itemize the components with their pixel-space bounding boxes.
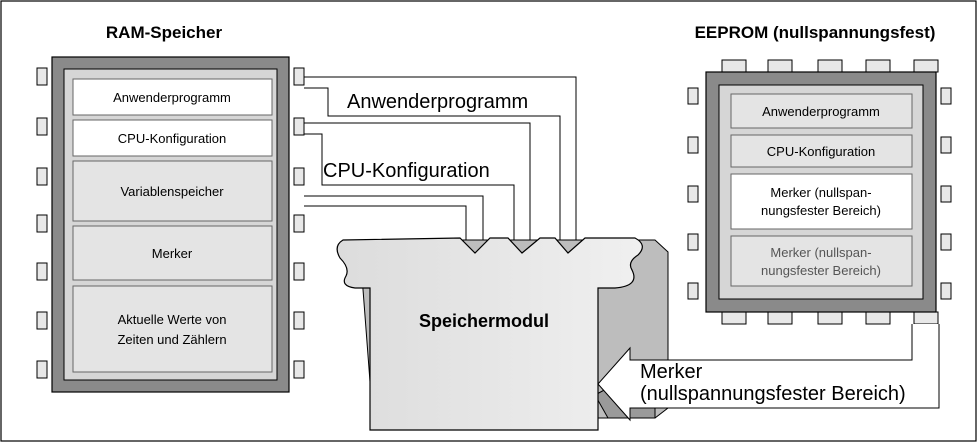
- ram-block-variablenspeicher: [72, 160, 273, 222]
- arrow-label-cpu-konfiguration: CPU-Konfiguration: [323, 160, 490, 182]
- ram-block-anwenderprogramm-label: Anwenderprogramm: [113, 90, 231, 105]
- ram-block-merker-label: Merker: [152, 246, 193, 261]
- eeprom-block-cpu-konfiguration-label: CPU-Konfiguration: [767, 144, 875, 159]
- ram-block-cpu-konfiguration: [72, 119, 273, 157]
- eeprom-right-pins: [940, 87, 952, 300]
- ram-left-pins: [36, 67, 48, 379]
- eeprom-title: EEPROM (nullspannungsfest): [695, 23, 936, 42]
- eeprom-block-cpu-konfiguration: [730, 134, 913, 168]
- eeprom-left-pins: [687, 87, 699, 300]
- merker-arrow-label-line1: Merker: [640, 361, 703, 383]
- ram-block-cpu-konfiguration-label: CPU-Konfiguration: [118, 131, 226, 146]
- eeprom-top-pins: [721, 59, 939, 73]
- eeprom-block-merker-1-line1: Merker (nullspan-: [770, 185, 871, 200]
- transfer-lines: [304, 76, 577, 245]
- speichermodul-label: Speichermodul: [419, 311, 549, 331]
- ram-right-pins: [293, 67, 305, 379]
- eeprom-block-merker-2-line2: nungsfester Bereich): [761, 263, 881, 278]
- eeprom-block-merker-1: [730, 173, 913, 230]
- eeprom-block-merker-2-line1: Merker (nullspan-: [770, 245, 871, 260]
- merker-return-arrow: [597, 324, 940, 422]
- ram-block-zeiten-zaehler: [72, 285, 273, 373]
- arrow-label-anwenderprogramm: Anwenderprogramm: [347, 91, 528, 113]
- eeprom-bottom-pins: [721, 311, 939, 325]
- speichermodul: [336, 237, 669, 431]
- ram-block-anwenderprogramm: [72, 78, 273, 116]
- eeprom-block-merker-2: [730, 235, 913, 287]
- ram-title: RAM-Speicher: [106, 23, 223, 42]
- ram-block-variablenspeicher-label: Variablenspeicher: [120, 184, 224, 199]
- ram-block-zeiten-zaehler-line2: Zeiten und Zählern: [117, 332, 226, 347]
- ram-block-merker: [72, 225, 273, 281]
- eeprom-block-anwenderprogramm-label: Anwenderprogramm: [762, 104, 880, 119]
- eeprom-block-anwenderprogramm: [730, 93, 913, 129]
- merker-arrow-label-line2: (nullspannungsfester Bereich): [640, 383, 906, 405]
- ram-block-zeiten-zaehler-line1: Aktuelle Werte von: [118, 312, 227, 327]
- eeprom-block-merker-1-line2: nungsfester Bereich): [761, 203, 881, 218]
